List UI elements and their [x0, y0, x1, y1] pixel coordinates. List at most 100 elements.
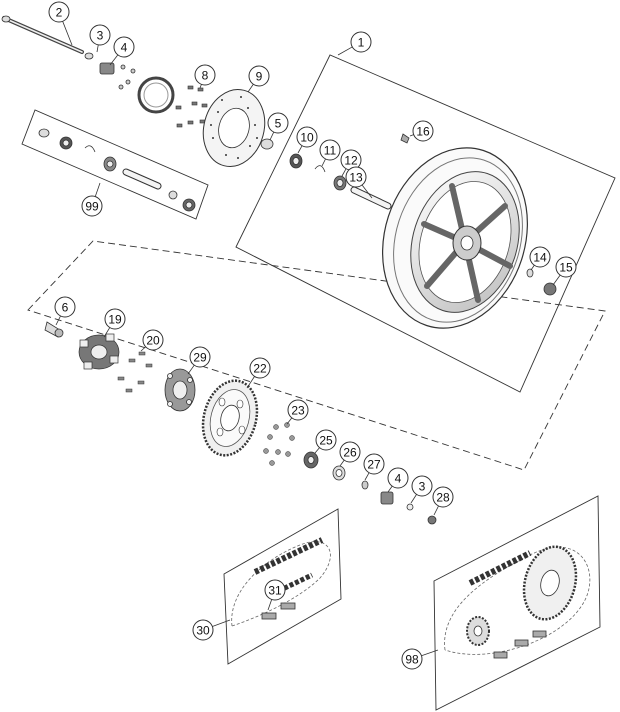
carrier-bearing-parts [303, 451, 437, 525]
hub-kit-parts [38, 128, 196, 212]
callout-label: 13 [349, 171, 363, 185]
callout-19: 19 [104, 308, 126, 330]
callout-16: 16 [412, 120, 434, 142]
callout-label: 30 [196, 624, 210, 638]
callout-label: 19 [108, 313, 122, 327]
callout-8: 8 [194, 64, 216, 86]
callout-circle [267, 112, 289, 134]
leader-line-29 [187, 364, 195, 375]
callout-circle [192, 619, 214, 641]
callout-circle [249, 357, 271, 379]
callout-label: 22 [253, 362, 267, 376]
leader-line-14 [530, 264, 535, 271]
callout-label: 10 [300, 131, 314, 145]
callout-circle [194, 64, 216, 86]
leader-line-3 [96, 44, 99, 53]
callout-29: 29 [189, 346, 211, 368]
callout-5: 5 [267, 112, 289, 134]
callout-label: 26 [343, 446, 357, 460]
callout-circle [529, 246, 551, 268]
callout-3: 3 [411, 475, 433, 497]
callout-circle [555, 256, 577, 278]
callout-label: 2 [56, 6, 63, 20]
callout-label: 23 [291, 404, 305, 418]
leader-line-30 [212, 619, 231, 627]
leader-line-22 [246, 376, 255, 389]
callout-9: 9 [248, 65, 270, 87]
callout-label: 3 [97, 29, 104, 43]
leader-line-27 [364, 472, 370, 481]
callout-label: 25 [319, 434, 333, 448]
wheel-bearing-parts [289, 133, 410, 210]
leader-line-2 [62, 21, 73, 46]
callout-99: 99 [81, 195, 103, 217]
callout-circle [287, 399, 309, 421]
callout-23: 23 [287, 399, 309, 421]
callout-31: 31 [264, 579, 286, 601]
callout-11: 11 [319, 139, 341, 161]
callout-label: 1 [358, 36, 365, 50]
leader-line-25 [314, 447, 320, 454]
callout-circle [189, 346, 211, 368]
leader-line-98 [421, 649, 439, 657]
callout-27: 27 [363, 453, 385, 475]
callout-circle [319, 139, 341, 161]
callout-label: 4 [395, 472, 402, 486]
leader-line-31 [267, 599, 273, 611]
callout-label: 3 [419, 480, 426, 494]
callout-22: 22 [249, 357, 271, 379]
leader-line-19 [103, 327, 111, 338]
callout-circle [363, 453, 385, 475]
callout-label: 6 [62, 301, 69, 315]
callout-4: 4 [113, 36, 135, 58]
leader-line-1 [337, 46, 353, 56]
leader-line-9 [247, 84, 254, 93]
callout-label: 14 [533, 251, 547, 265]
callout-circle [387, 467, 409, 489]
callout-2: 2 [48, 1, 70, 23]
wheel-assembly-frame [235, 54, 616, 393]
callout-98: 98 [401, 648, 423, 670]
spacer-14 [526, 268, 534, 278]
callout-circle [432, 486, 454, 508]
leader-line-15 [552, 274, 561, 286]
leader-line-12 [341, 168, 347, 177]
callout-14: 14 [529, 246, 551, 268]
damper-rubbers [78, 333, 120, 370]
callout-label: 8 [202, 69, 209, 83]
callout-label: 29 [193, 351, 207, 365]
callout-20: 20 [142, 329, 164, 351]
callout-circle [48, 1, 70, 23]
callout-circle [104, 308, 126, 330]
group-frames [21, 54, 616, 711]
leader-line-3 [410, 494, 417, 504]
sprocket-carrier-bolts [117, 351, 153, 393]
rear-sprocket [201, 379, 259, 457]
leader-lines [55, 21, 561, 657]
chain-sprocket-kit-drawing [444, 545, 591, 659]
spacer-5 [260, 138, 274, 150]
leader-line-11 [321, 158, 326, 167]
leader-line-4 [109, 54, 119, 66]
drive-group-frame [27, 240, 606, 471]
callout-circle [412, 120, 434, 142]
callout-circle [54, 296, 76, 318]
callout-6: 6 [54, 296, 76, 318]
callout-label: 20 [146, 334, 160, 348]
leader-line-4 [387, 485, 393, 493]
callout-15: 15 [555, 256, 577, 278]
callout-circle [296, 126, 318, 148]
leader-line-28 [433, 505, 439, 516]
rear-wheel [382, 147, 528, 329]
callout-28: 28 [432, 486, 454, 508]
callout-circle [89, 24, 111, 46]
leader-line-13 [361, 184, 373, 199]
brake-disc [202, 89, 266, 167]
callout-label: 11 [324, 144, 337, 158]
callout-circle [350, 31, 372, 53]
callout-label: 27 [367, 458, 381, 472]
leader-line-8 [199, 84, 202, 89]
callout-label: 4 [121, 41, 128, 55]
